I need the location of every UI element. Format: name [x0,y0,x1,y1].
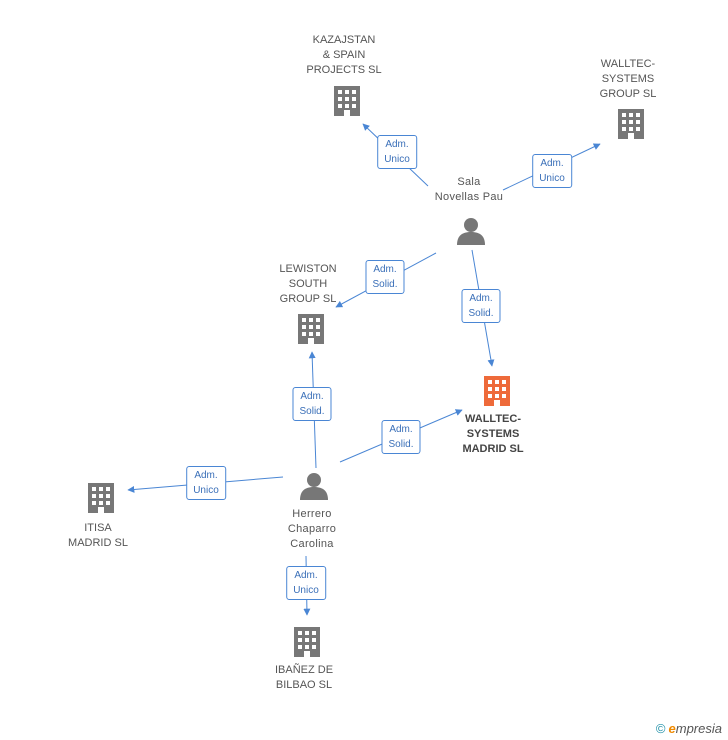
copyright-symbol: © [655,721,666,736]
node-label-sala[interactable]: Sala Novellas Pau [434,176,504,203]
node-label-walltec_group[interactable]: WALLTEC- SYSTEMS GROUP SL [599,58,657,100]
node-label-itisa[interactable]: ITISA MADRID SL [68,522,128,549]
edge-label-sala-to-walltec_group[interactable]: Adm. Unico [532,154,572,188]
edge-label-herrero-to-lewiston[interactable]: Adm. Solid. [292,387,332,421]
itisa-building-icon[interactable] [88,483,114,513]
walltec_group-building-icon[interactable] [618,109,644,139]
edges-layer [127,123,601,616]
edge-label-herrero-to-walltec_madrid[interactable]: Adm. Solid. [381,420,421,454]
ibanez-building-icon[interactable] [294,627,320,657]
node-label-lewiston[interactable]: LEWISTON SOUTH GROUP SL [279,263,337,305]
sala-person-icon[interactable] [457,218,485,245]
edge-label-sala-to-lewiston[interactable]: Adm. Solid. [365,260,405,294]
footer-brand[interactable]: ©empresia [656,721,722,736]
herrero-person-icon[interactable] [300,473,328,500]
edge-label-sala-to-kazajstan[interactable]: Adm. Unico [377,135,417,169]
walltec_madrid-building-icon[interactable] [484,376,510,406]
node-label-walltec_madrid[interactable]: WALLTEC- SYSTEMS MADRID SL [462,413,524,455]
node-label-kazajstan[interactable]: KAZAJSTAN & SPAIN PROJECTS SL [306,34,382,76]
brand-logo-initial: e [668,721,676,736]
brand-logo-text: mpresia [675,721,722,736]
kazajstan-building-icon[interactable] [334,86,360,116]
node-label-herrero[interactable]: Herrero Chaparro Carolina [287,508,337,550]
edge-label-herrero-to-itisa[interactable]: Adm. Unico [186,466,226,500]
lewiston-building-icon[interactable] [298,314,324,344]
edge-label-herrero-to-ibanez[interactable]: Adm. Unico [286,566,326,600]
node-label-ibanez[interactable]: IBAÑEZ DE BILBAO SL [274,664,334,691]
edge-label-sala-to-walltec_madrid[interactable]: Adm. Solid. [461,289,501,323]
